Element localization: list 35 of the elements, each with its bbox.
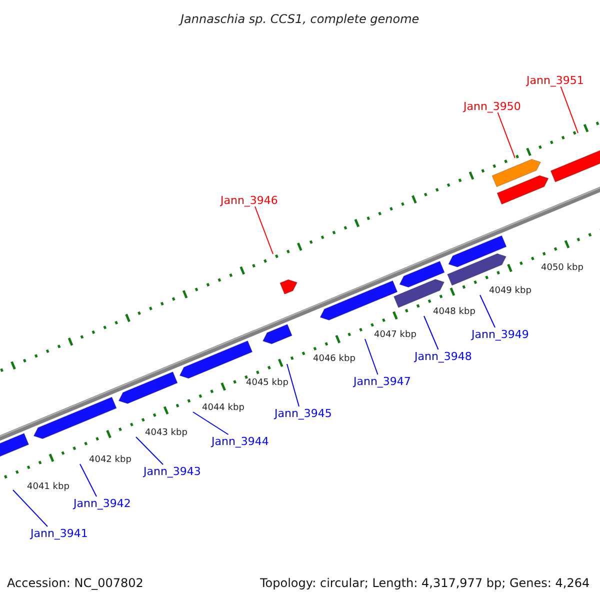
leader-line bbox=[560, 86, 578, 134]
genome-stats-text: Topology: circular; Length: 4,317,977 bp; Genes: 4,264 bbox=[260, 576, 590, 590]
gene-label: Jann_3941 bbox=[30, 526, 88, 540]
leader-line bbox=[480, 294, 496, 328]
scale-label: 4047 kbp bbox=[374, 330, 416, 340]
scale-label: 4049 kbp bbox=[489, 286, 532, 296]
leader-line bbox=[192, 412, 229, 435]
leader-line bbox=[497, 112, 516, 158]
gene-label: Jann_3943 bbox=[144, 464, 201, 478]
scale-label: 4045 kbp bbox=[246, 378, 288, 388]
scale-label: 4048 kbp bbox=[433, 307, 476, 317]
accession-text: Accession: NC_007802 bbox=[7, 576, 144, 590]
scale-label: 4044 kbp bbox=[202, 403, 244, 413]
leader-line bbox=[364, 338, 378, 375]
gene-label: Jann_3951 bbox=[526, 74, 584, 86]
gene-label: Jann_3945 bbox=[274, 406, 332, 420]
scale-label: 4042 kbp bbox=[89, 455, 132, 465]
leader-line bbox=[12, 490, 48, 527]
scale-label: 4046 kbp bbox=[313, 354, 356, 364]
chart-title: Jannaschia sp. CCS1, complete genome bbox=[180, 12, 420, 26]
leader-line bbox=[286, 364, 300, 407]
gene-label: Jann_3946 bbox=[220, 194, 278, 206]
gene-label: Jann_3942 bbox=[74, 496, 131, 510]
leader-line bbox=[80, 464, 97, 497]
leader-line bbox=[254, 206, 274, 254]
gene-label: Jann_3949 bbox=[472, 328, 529, 340]
scale-label: 4041 kbp bbox=[27, 482, 70, 492]
gene-label: Jann_3948 bbox=[414, 350, 472, 362]
gene-label: Jann_3950 bbox=[464, 100, 521, 112]
leader-line bbox=[136, 436, 164, 465]
gene-label: Jann_3944 bbox=[212, 434, 269, 448]
gene-label: Jann_3947 bbox=[354, 374, 411, 388]
leader-line bbox=[424, 316, 439, 350]
scale-label: 4043 kbp bbox=[145, 428, 188, 438]
scale-label: 4050 kbp bbox=[541, 263, 584, 273]
